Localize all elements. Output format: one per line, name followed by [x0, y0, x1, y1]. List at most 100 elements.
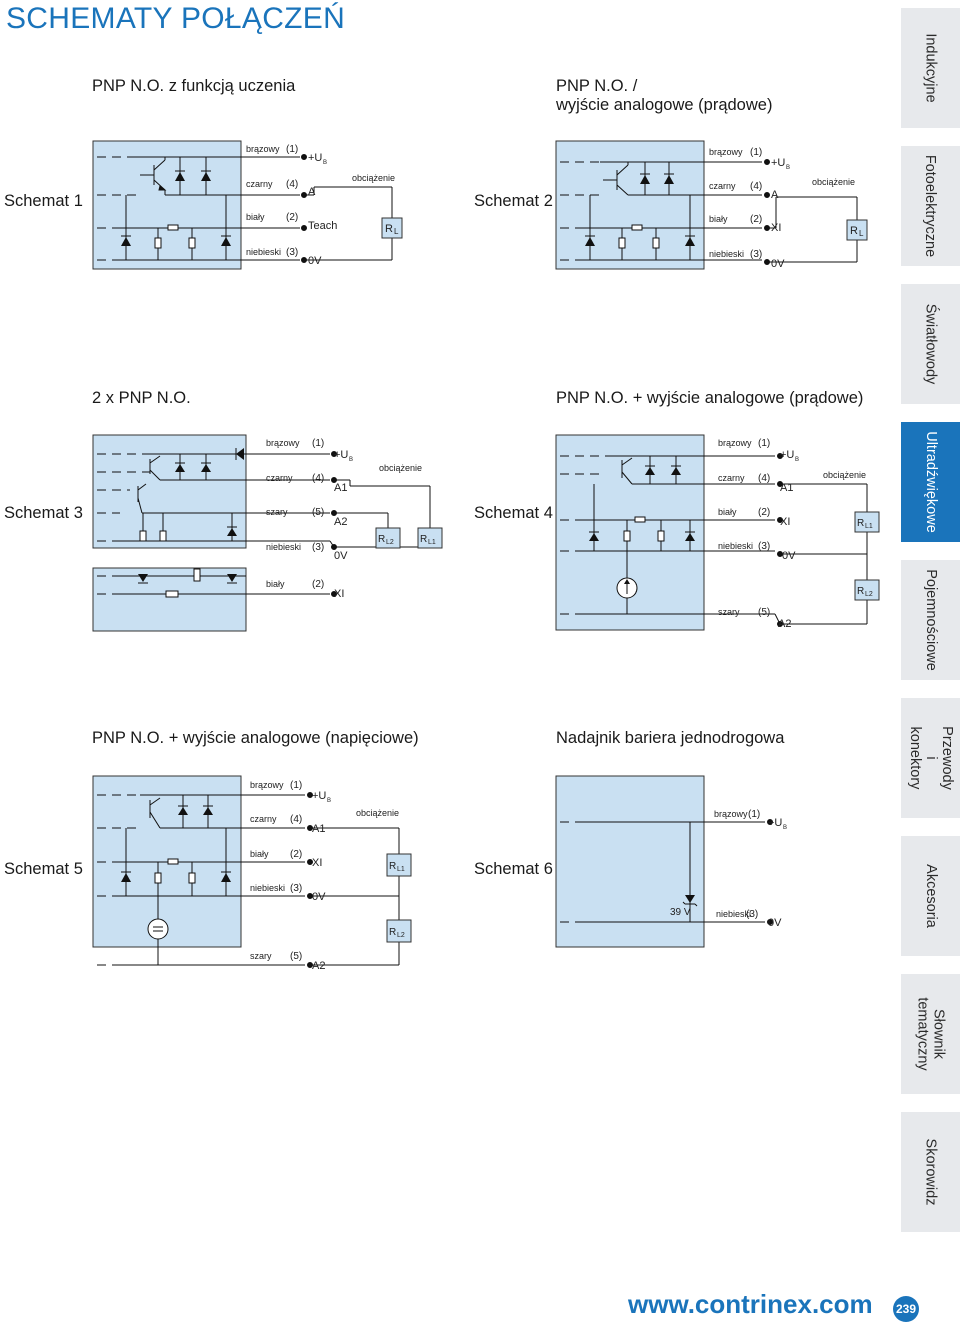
s6-39v: 39 V — [670, 907, 691, 918]
tab-label: Światłowody — [922, 303, 939, 385]
s5-white: biały — [250, 849, 269, 859]
tab-label: Fotoelektryczne — [922, 154, 939, 258]
s5-A2: A2 — [312, 960, 325, 972]
s3-white: biały — [266, 579, 285, 589]
tab-label: Indukcyjne — [922, 33, 939, 103]
s4-RL1-R: R — [857, 518, 864, 529]
s6-plus-sub: B — [783, 825, 787, 831]
s4-blue: niebieski — [718, 541, 753, 551]
s5-A1: A1 — [312, 823, 325, 835]
tab-label: Skorowidz — [922, 1138, 939, 1206]
s3-plus-sub: B — [349, 457, 353, 463]
tab-label: Pojemnościowe — [922, 569, 939, 671]
diagram-schemat-6 — [555, 775, 773, 948]
s4-n5: (5) — [758, 607, 770, 618]
s5-grey: szary — [250, 951, 272, 961]
s1-R: R — [385, 223, 393, 235]
tab-slownik[interactable]: Słownik tematyczny — [901, 974, 960, 1094]
subtitle-pnp-analog-2: wyjście analogowe (prądowe) — [556, 96, 773, 114]
s4-plus: +U — [780, 449, 794, 461]
s6-0v: 0V — [768, 917, 782, 929]
s1-white: biały — [246, 212, 265, 222]
tab-pojemnosciowe[interactable]: Pojemnościowe — [901, 560, 960, 680]
tab-label: Słownik tematyczny — [914, 997, 947, 1071]
subtitle-pnp-analog-voltage: PNP N.O. + wyjście analogowe (napięciowe… — [92, 729, 419, 747]
footer-url-link[interactable]: www.contrinex.com — [628, 1289, 873, 1319]
tab-label: Ultradźwiękowe — [922, 431, 939, 533]
s3-brown: brązowy — [266, 438, 300, 448]
schemat-6-label: Schemat 6 — [474, 860, 553, 878]
s2-n2: (2) — [750, 214, 762, 225]
s3-n3: (3) — [312, 542, 324, 553]
s6-n3: (3) — [746, 909, 758, 920]
tab-label: Akcesoria — [922, 864, 939, 928]
s2-white: biały — [709, 214, 728, 224]
s5-load: obciążenie — [356, 808, 399, 818]
s5-0v: 0V — [312, 891, 326, 903]
s4-n1: (1) — [758, 438, 770, 449]
s3-A2: A2 — [334, 516, 347, 528]
s5-n1: (1) — [290, 780, 302, 791]
s3-0v: 0V — [334, 550, 348, 562]
s5-n4: (4) — [290, 814, 302, 825]
s5-blue: niebieski — [250, 883, 285, 893]
schemat-3-label: Schemat 3 — [4, 504, 83, 522]
schemat-4-label: Schemat 4 — [474, 504, 553, 522]
s4-A2: A2 — [778, 618, 791, 630]
s1-n4: (4) — [286, 179, 298, 190]
s3-RL1-R: R — [420, 534, 427, 545]
page-title: SCHEMATY POŁĄCZEŃ — [6, 2, 346, 35]
schemat-2-label: Schemat 2 — [474, 192, 553, 210]
s1-brown: brązowy — [246, 144, 280, 154]
tab-skorowidz[interactable]: Skorowidz — [901, 1112, 960, 1232]
s4-n2: (2) — [758, 507, 770, 518]
page-number: 239 — [893, 1296, 919, 1322]
tab-ultradzwiekowe[interactable]: Ultradźwiękowe — [901, 422, 960, 542]
s4-RL2-sub: L2 — [865, 591, 873, 598]
s2-RL: L — [859, 229, 864, 238]
s4-n3: (3) — [758, 541, 770, 552]
s3-n1: (1) — [312, 438, 324, 449]
s3-load: obciążenie — [379, 463, 422, 473]
s3-RL2-sub: L2 — [386, 539, 394, 546]
s1-n2: (2) — [286, 212, 298, 223]
s5-plus: +U — [312, 790, 326, 802]
s3-RL1-sub: L1 — [428, 539, 436, 546]
diagram-schemat-4 — [555, 434, 880, 631]
s5-black: czarny — [250, 814, 277, 824]
subtitle-pnp-analog-current: PNP N.O. + wyjście analogowe (prądowe) — [556, 389, 864, 407]
tab-akcesoria[interactable]: Akcesoria — [901, 836, 960, 956]
schemat-5-label: Schemat 5 — [4, 860, 83, 878]
s1-n1: (1) — [286, 144, 298, 155]
s1-A: A — [308, 186, 316, 198]
schemat-1-label: Schemat 1 — [4, 192, 83, 210]
s5-RL1-sub: L1 — [397, 866, 405, 873]
s5-n2: (2) — [290, 849, 302, 860]
s3-grey: szary — [266, 507, 288, 517]
tab-przewody-konektory[interactable]: Przewody i konektory — [901, 698, 960, 818]
s4-brown: brązowy — [718, 438, 752, 448]
s4-plus-sub: B — [795, 457, 799, 463]
s2-plus: +U — [771, 157, 785, 169]
s1-load: obciążenie — [352, 173, 395, 183]
tab-fotoelektryczne[interactable]: Fotoelektryczne — [901, 146, 960, 266]
s5-RL2-R: R — [389, 927, 396, 938]
s3-black: czarny — [266, 473, 293, 483]
s3-n4: (4) — [312, 473, 324, 484]
s1-n3: (3) — [286, 247, 298, 258]
s1-blue: niebieski — [246, 247, 281, 257]
s4-n4: (4) — [758, 473, 770, 484]
s1-0v: 0V — [308, 255, 322, 267]
s2-plus-sub: B — [786, 165, 790, 171]
s2-load: obciążenie — [812, 177, 855, 187]
s6-plus: +U — [768, 817, 782, 829]
diagram-schemat-1 — [92, 140, 403, 270]
s4-A1: A1 — [780, 482, 793, 494]
s4-black: czarny — [718, 473, 745, 483]
s6-brown: brązowy — [714, 809, 748, 819]
s4-load: obciążenie — [823, 470, 866, 480]
tab-indukcyjne[interactable]: Indukcyjne — [901, 8, 960, 128]
s2-n1: (1) — [750, 147, 762, 158]
s3-blue: niebieski — [266, 542, 301, 552]
tab-swiatlowody[interactable]: Światłowody — [901, 284, 960, 404]
